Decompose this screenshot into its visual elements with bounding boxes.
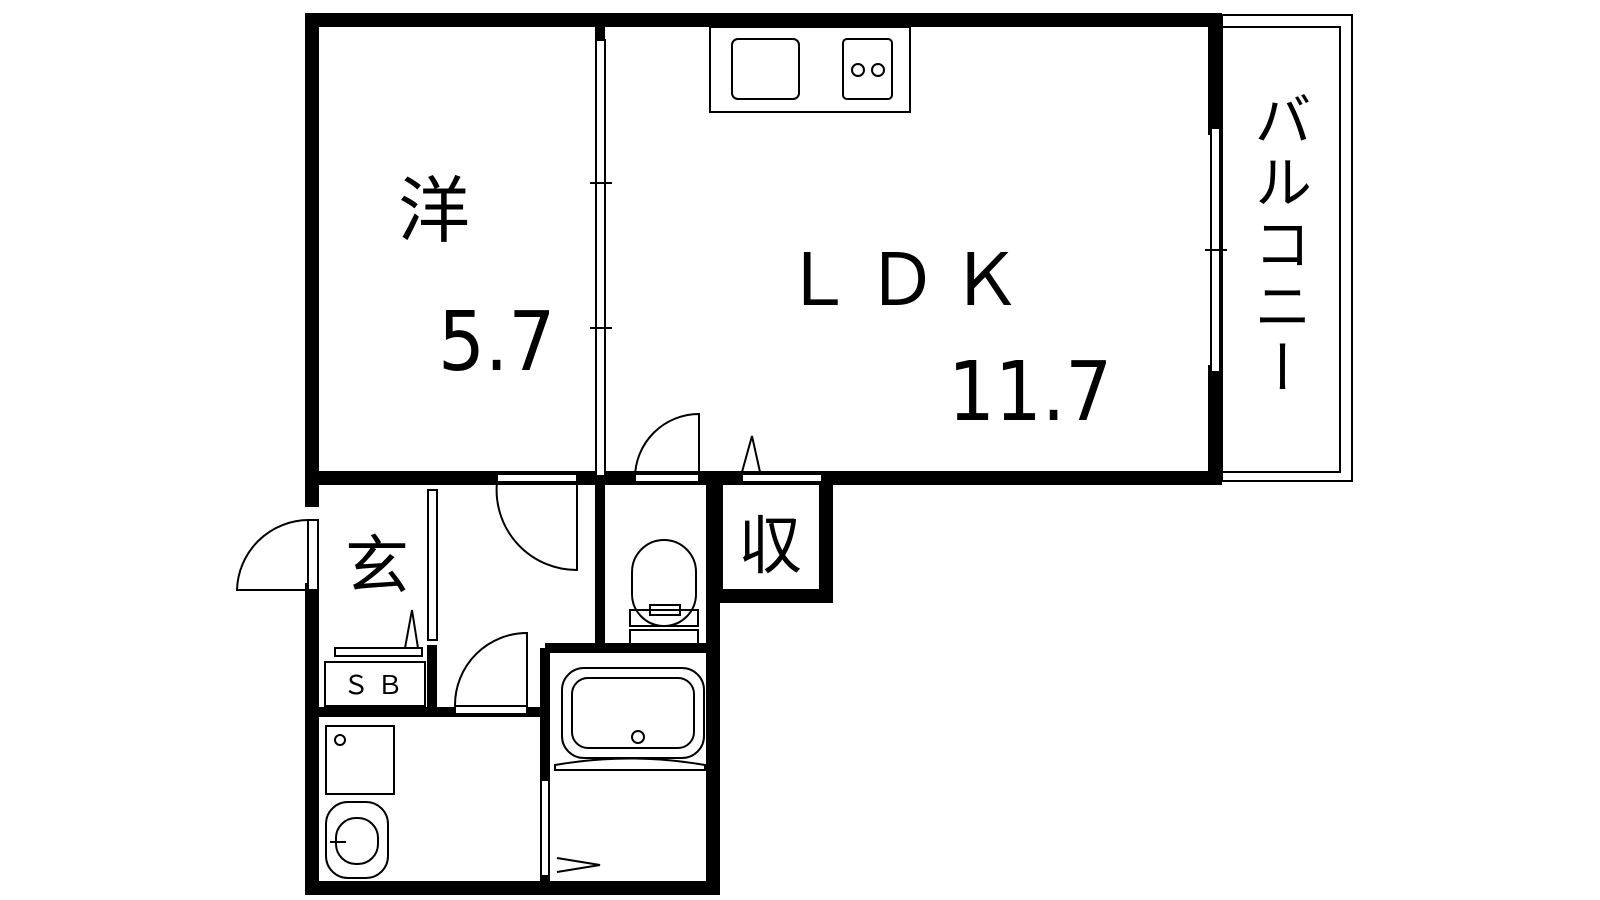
balcony-name: バルコニー <box>1244 90 1312 400</box>
western-room-name: 洋 <box>398 169 470 253</box>
toilet-icon <box>629 539 699 647</box>
shoe-box-name: ＳＢ <box>343 671 411 701</box>
stove-burner-icon <box>871 63 885 77</box>
doors <box>235 412 823 877</box>
stove-burner-icon <box>851 63 865 77</box>
storage-name: 収 <box>738 510 802 584</box>
balcony-outline <box>1205 14 1353 482</box>
kitchen-counter <box>709 26 911 113</box>
sliding-partition <box>590 39 612 477</box>
bathtub-icon <box>554 667 706 771</box>
exterior-walls <box>305 13 1222 895</box>
wash-basin-icon <box>325 801 389 879</box>
ldk-name: ＬＤＫ <box>782 238 1034 322</box>
ldk-size: 11.7 <box>948 345 1112 440</box>
western-room-size: 5.7 <box>438 295 555 390</box>
washing-machine-icon <box>325 725 395 795</box>
entrance-name: 玄 <box>345 530 409 604</box>
shoe-box <box>324 489 438 707</box>
